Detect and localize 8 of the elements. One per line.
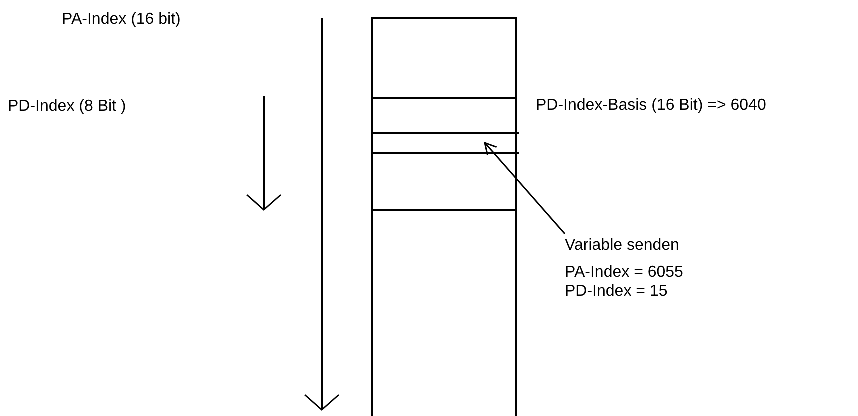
memory-slot — [373, 132, 519, 154]
label-text: PD-Index-Basis (16 Bit) => 6040 — [536, 96, 766, 115]
label-text: PA-Index (16 bit) — [62, 10, 181, 29]
memory-column — [371, 17, 517, 416]
callout-heading: Variable senden — [565, 236, 680, 255]
leader-line — [484, 142, 566, 234]
callout-text: PA-Index = 6055 PD-Index = 15 — [565, 263, 684, 301]
label-text: PD-Index (8 Bit ) — [8, 97, 126, 116]
